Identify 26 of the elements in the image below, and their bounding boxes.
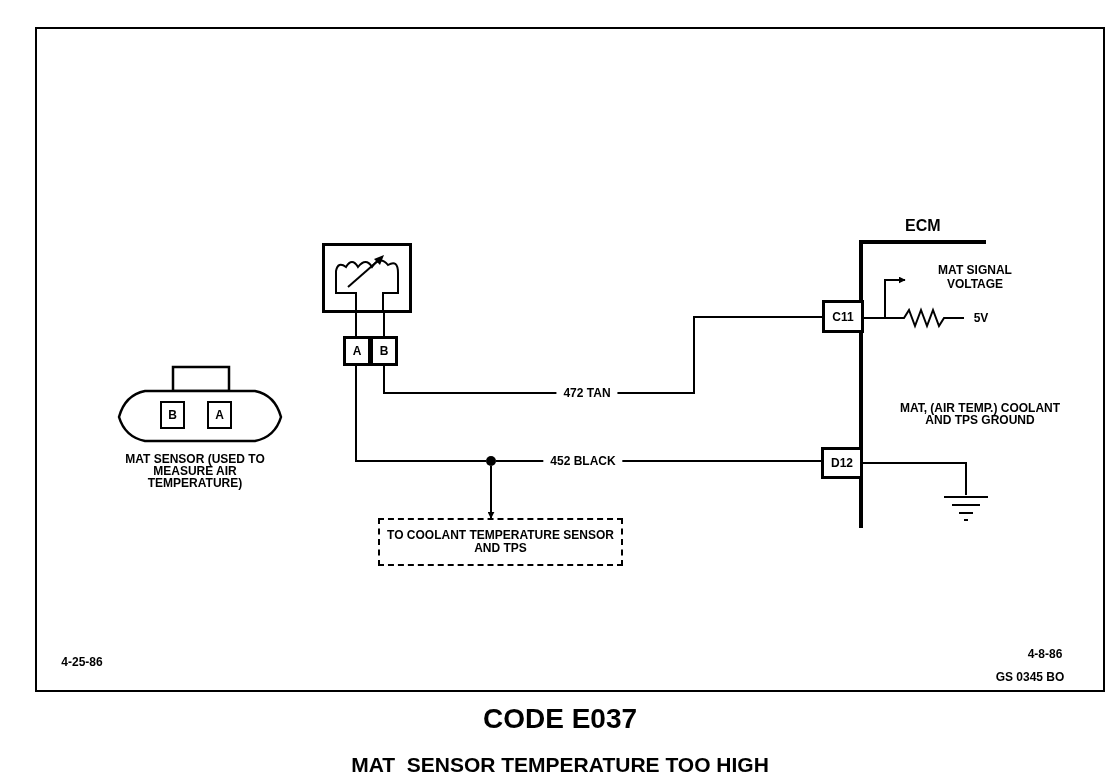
wire xyxy=(355,312,357,337)
wire xyxy=(383,312,385,337)
terminal-pin: B xyxy=(370,336,398,366)
connector-terminal: A xyxy=(207,401,232,429)
sensor-label: MAT SENSOR (USED TO MEASURE AIR TEMPERATURE) xyxy=(124,453,266,489)
terminal-pin: A xyxy=(343,336,371,366)
arrow xyxy=(487,465,495,519)
wire xyxy=(355,365,487,462)
edge-label: 452 BLACK xyxy=(543,454,623,468)
wire xyxy=(862,462,967,496)
wire xyxy=(383,316,823,394)
voltage-label: 5V xyxy=(972,312,990,324)
drawing-number: GS 0345 BO xyxy=(994,671,1066,683)
date-label: 4-25-86 xyxy=(60,656,104,668)
ecm-label: ECM xyxy=(905,216,942,236)
arrow xyxy=(863,276,906,319)
subtitle: MAT SENSOR TEMPERATURE TOO HIGH xyxy=(351,753,769,776)
page-title: CODE E037 xyxy=(482,703,638,734)
edge-label: 472 TAN xyxy=(556,386,618,400)
date-label: 4-8-86 xyxy=(1026,648,1064,660)
ground-note: MAT, (AIR TEMP.) COOLANT AND TPS GROUND xyxy=(898,402,1062,426)
note-text: TO COOLANT TEMPERATURE SENSOR AND TPS xyxy=(386,529,615,555)
terminal-box: C11 xyxy=(822,300,864,333)
terminal-box: D12 xyxy=(821,447,863,479)
connector-terminal: B xyxy=(160,401,185,429)
edge-label: MAT SIGNAL VOLTAGE xyxy=(937,263,1013,291)
